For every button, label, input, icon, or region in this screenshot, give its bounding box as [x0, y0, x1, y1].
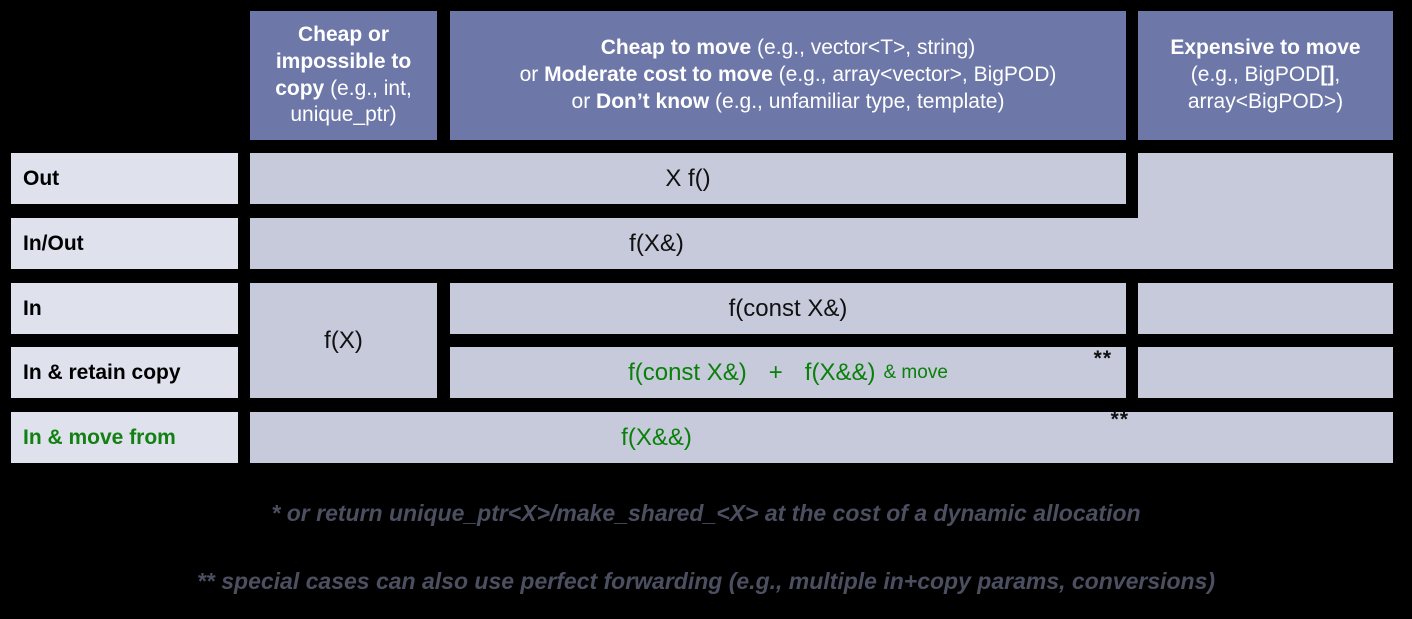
footnote-marker-double-asterisk: **: [1110, 408, 1129, 431]
row-label-in-retain-copy: In & retain copy: [11, 347, 238, 398]
cell-text: X f(): [665, 164, 711, 192]
header-line: copy (e.g., int,: [275, 76, 412, 100]
row-label-text: In: [23, 296, 42, 320]
cell-text-part2: f(X&&): [804, 358, 876, 386]
footnote-marker-double-asterisk: **: [1093, 347, 1112, 370]
cell-in-out-all: f(X&): [250, 218, 1393, 269]
header-line: unique_ptr): [290, 103, 397, 127]
row-label-in-move-from: In & move from: [11, 412, 238, 463]
row-label-text: In/Out: [23, 231, 84, 255]
cell-text: f(const X&): [728, 294, 848, 322]
row-label-text: Out: [23, 166, 60, 190]
header-line: or Don’t know (e.g., unfamiliar type, te…: [571, 89, 1005, 113]
cell-in-col2-fx: f(X): [250, 283, 437, 398]
cell-text: f(X): [324, 326, 363, 354]
row-label-out: Out: [11, 153, 238, 204]
cell-text-part1: f(const X&): [628, 358, 747, 386]
header-line: or Moderate cost to move (e.g., array<ve…: [519, 63, 1057, 87]
header-line: (e.g., BigPOD[],: [1190, 63, 1341, 87]
cell-out-main: X f(): [250, 153, 1126, 204]
row-label-in-out: In/Out: [11, 218, 238, 269]
column-header-expensive-to-move: Expensive to move (e.g., BigPOD[], array…: [1138, 11, 1393, 140]
column-header-cheap-or-impossible-to-copy: Cheap or impossible to copy (e.g., int, …: [250, 11, 437, 140]
cell-text: f(X&&): [621, 423, 692, 451]
row-label-text: In & retain copy: [23, 360, 181, 384]
footnote-single-asterisk: * or return unique_ptr<X>/make_shared_<X…: [271, 500, 1141, 526]
cell-text: f(X&): [629, 229, 684, 257]
cell-in-move-from-all: f(X&&) **: [250, 408, 1393, 463]
cell-text-plus: +: [768, 358, 783, 386]
column-header-cheap-to-move: Cheap to move (e.g., vector<T>, string) …: [450, 11, 1126, 140]
cell-in-expensive: [1138, 283, 1393, 334]
footnote-double-asterisk: ** special cases can also use perfect fo…: [196, 568, 1216, 594]
cell-in-retain-copy-expensive: [1138, 347, 1393, 398]
row-label-in: In: [11, 283, 238, 334]
cell-in-main: f(const X&): [450, 283, 1126, 334]
cell-text-part3: & move: [883, 361, 948, 383]
cell-out-expensive: [1138, 153, 1393, 219]
header-line: impossible to: [275, 49, 412, 73]
header-line: Cheap to move (e.g., vector<T>, string): [600, 36, 976, 60]
header-line: Cheap or: [297, 22, 389, 46]
table-corner-cell: [11, 11, 238, 140]
header-line: array<BigPOD>): [1187, 89, 1344, 113]
header-line: Expensive to move: [1170, 36, 1361, 60]
row-label-text: In & move from: [23, 425, 176, 449]
cell-in-retain-copy-main: f(const X&) + f(X&&) & move **: [450, 347, 1126, 398]
